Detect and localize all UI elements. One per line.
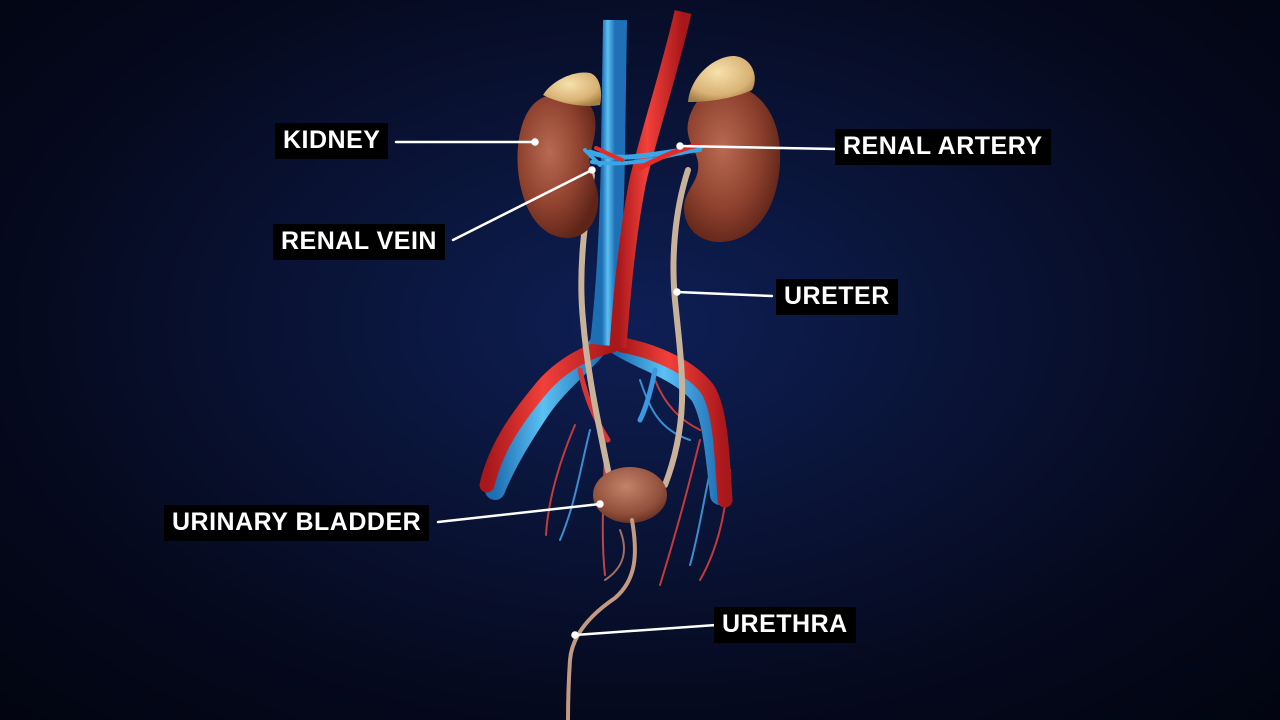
label-renal-artery: RENAL ARTERY [835, 129, 1051, 165]
vena-cava [590, 19, 627, 347]
label-urinary-bladder: URINARY BLADDER [164, 505, 430, 541]
leader-urethra [573, 623, 718, 637]
adrenal-gland-right [688, 56, 755, 102]
leader-urethra-dot [571, 631, 579, 639]
leader-kidney-dot [531, 138, 539, 146]
urinary-bladder [593, 467, 667, 523]
label-kidney: KIDNEY [275, 123, 389, 159]
leader-lines [394, 138, 838, 639]
label-renal-vein: RENAL VEIN [273, 224, 445, 260]
leader-renal-vein [451, 168, 594, 242]
leader-ureter [675, 290, 774, 298]
label-urethra: URETHRA [714, 607, 856, 643]
leader-renal-artery-dot [676, 142, 684, 150]
urethra [566, 518, 637, 720]
leader-urinary-bladder [436, 502, 602, 524]
kidney-right [684, 85, 781, 243]
adrenal-gland-left [543, 72, 602, 106]
label-ureter: URETER [776, 279, 898, 315]
leader-renal-vein-dot [588, 166, 596, 174]
leader-ureter-dot [673, 288, 681, 296]
leader-urinary-bladder-dot [596, 500, 604, 508]
kidney-left [517, 95, 599, 238]
leader-renal-artery [678, 144, 838, 151]
aorta [609, 10, 692, 349]
